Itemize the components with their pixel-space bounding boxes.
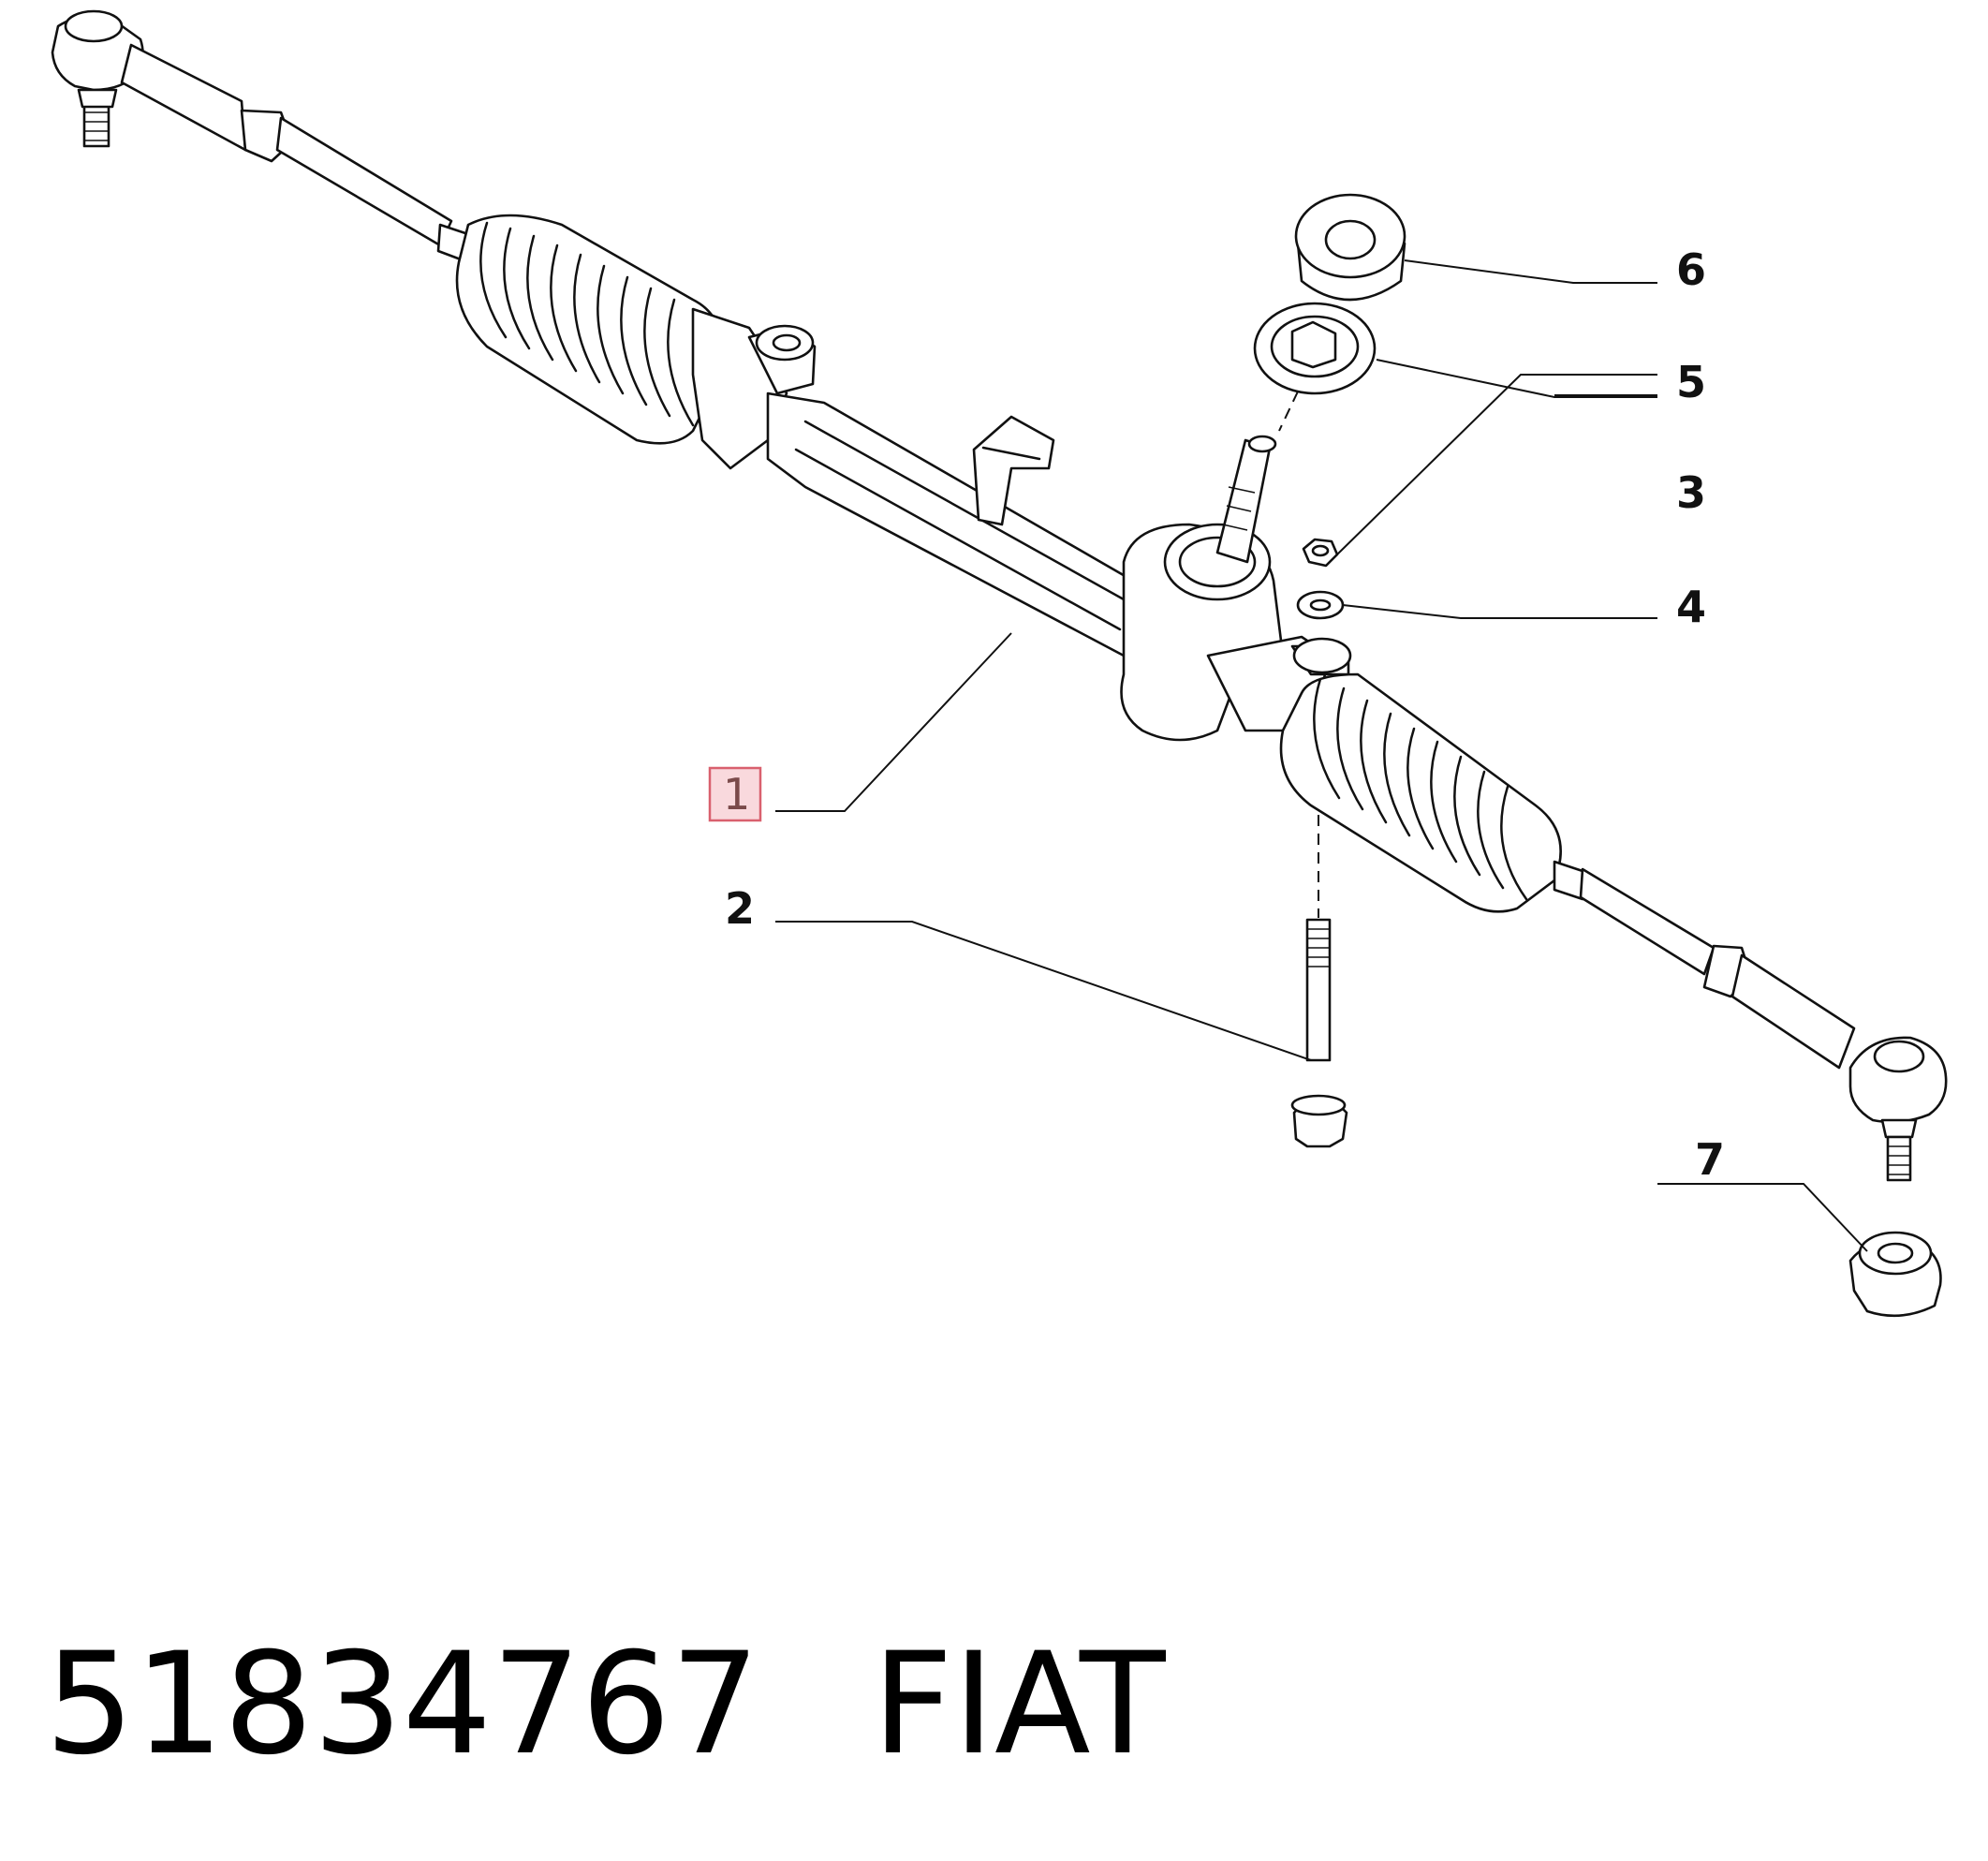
callout-1-highlight-box [708, 766, 762, 822]
right-tie-rod-end [1848, 1036, 1948, 1182]
leader-6 [1404, 259, 1657, 284]
left-bellows-boot [455, 214, 725, 445]
callout-7-label: 7 [1695, 1134, 1725, 1185]
part-6-cap [1294, 193, 1406, 302]
callout-4-label: 4 [1676, 582, 1706, 632]
pinion-housing [1120, 435, 1285, 742]
right-tie-rod [1553, 860, 1856, 1070]
callout-5[interactable]: 5 [1676, 357, 1706, 407]
callout-1-label: 1 [723, 769, 750, 820]
leader-5 [1376, 359, 1657, 398]
brand-name: FIAT [872, 1623, 1166, 1786]
part-3-nut [1302, 538, 1339, 568]
rack-housing [691, 307, 1135, 657]
callout-2-label: 2 [725, 883, 755, 934]
callout-5-label: 5 [1676, 357, 1706, 407]
callout-7[interactable]: 7 [1695, 1134, 1725, 1185]
callout-2[interactable]: 2 [725, 883, 755, 934]
part-4-washer [1296, 590, 1345, 620]
part-2-bolt [1290, 815, 1348, 1148]
left-tie-rod-end [51, 9, 144, 148]
callout-3[interactable]: 3 [1676, 467, 1706, 518]
part-number: 51834767 [45, 1623, 760, 1786]
callout-6[interactable]: 6 [1676, 244, 1706, 295]
pinion-alignment-line [1278, 391, 1299, 432]
part-5-seal [1253, 302, 1377, 395]
left-tie-rod [120, 43, 470, 264]
right-bellows-boot [1206, 635, 1562, 913]
callout-4[interactable]: 4 [1676, 582, 1706, 632]
callout-3-label: 3 [1676, 467, 1706, 518]
leader-lines [775, 374, 1868, 1252]
part-7-nut [1848, 1231, 1942, 1318]
callout-1[interactable]: 1 [708, 766, 762, 822]
callout-6-label: 6 [1676, 244, 1706, 295]
